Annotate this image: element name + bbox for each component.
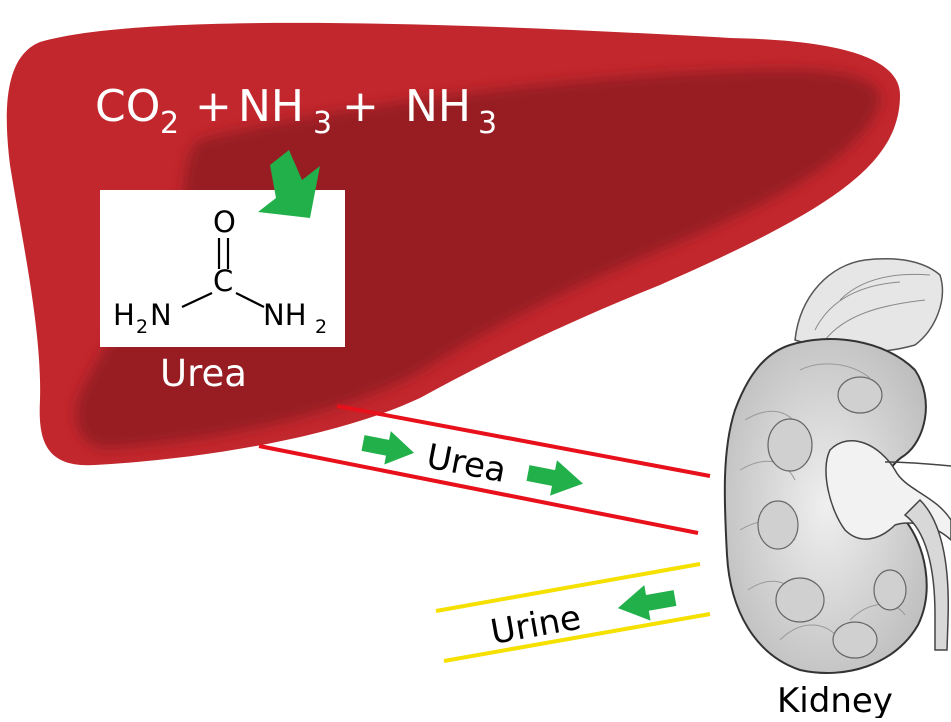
carbon-atom: C — [213, 264, 233, 298]
nh3-first-subscript: 3 — [313, 106, 332, 141]
urea-vessel-bottom-line — [258, 444, 699, 535]
urine-vessel-top-line — [435, 562, 701, 613]
right-amine: NH — [263, 298, 307, 332]
equation: CO 2 + NH 3 + NH 3 — [95, 81, 497, 141]
bond-c-n-left — [181, 292, 213, 308]
arrow-down-icon — [258, 150, 320, 218]
urea-caption: Urea — [160, 352, 247, 395]
left-subscript: 2 — [136, 316, 148, 338]
co2-text: CO — [95, 81, 160, 132]
left-hydrogen: H — [113, 298, 135, 332]
kidney-illustration — [723, 258, 951, 674]
urine-vessel: Urine — [435, 562, 711, 663]
urea-vessel-top-line — [336, 404, 711, 478]
urine-vessel-bottom-line — [443, 612, 711, 663]
nh3-first-text: NH — [238, 81, 304, 132]
plus-sign-1: + — [195, 81, 232, 132]
adrenal-gland — [794, 258, 944, 353]
arrow-down-shape — [258, 150, 320, 218]
arrow-left-icon — [617, 585, 677, 621]
arrow-right-icon — [526, 460, 583, 496]
nh3-second-subscript: 3 — [478, 106, 497, 141]
kidney-label: Kidney — [777, 681, 893, 718]
co2-subscript: 2 — [160, 106, 179, 141]
bond-c-n-right — [235, 292, 265, 308]
nh3-second-text: NH — [405, 81, 471, 132]
arrow-right-icon — [361, 431, 415, 465]
bonds — [181, 238, 265, 308]
urine-flow-label: Urine — [488, 598, 584, 653]
right-subscript: 2 — [315, 316, 327, 338]
ureter — [903, 498, 950, 651]
oxygen-atom: O — [213, 205, 236, 239]
left-nitrogen: N — [150, 298, 172, 332]
plus-sign-2: + — [342, 81, 379, 132]
